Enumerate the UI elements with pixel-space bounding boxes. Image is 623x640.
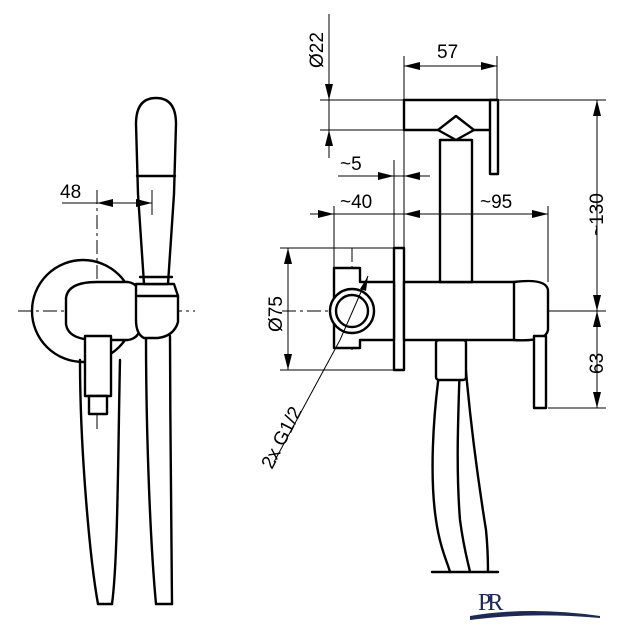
arrow-130-a [593,100,601,116]
front-body [402,280,522,342]
arrow-75-a [284,248,292,264]
dim-5: ~5 [340,154,362,175]
arrow-48-b [136,199,152,207]
dim-63: 63 [587,353,608,374]
front-hose-right [463,358,490,574]
front-hose-inner [456,358,472,574]
front-lever [532,334,548,410]
arrow-22-b [325,130,333,146]
arrow-5-b [404,172,420,180]
side-lever [83,334,113,398]
front-shower-trigger [488,98,500,176]
dim-75: Ø75 [266,296,287,332]
brand-logo: PR [470,590,600,620]
front-hose-left [431,358,452,574]
side-body [64,280,142,342]
logo-text: PR [478,590,503,616]
front-view: Ø22 57 ~5 ~40 ~95 ~130 63 [258,14,608,574]
front-fitting-inner [334,293,370,329]
arrow-57-a [404,62,420,70]
front-wall-plate [392,246,406,372]
dim-130: ~130 [587,193,608,236]
arrow-48-a [97,199,113,207]
side-hand-shower [134,96,178,286]
dim-57: 57 [437,42,458,63]
arrow-5-a [378,172,394,180]
front-lever-head [512,279,550,342]
arrow-95-b [532,210,548,218]
dim-48: 48 [60,182,81,203]
thread-arrow [360,276,368,291]
front-shower-neck [436,128,476,142]
front-shower-head [402,98,498,132]
side-lever-tip [87,394,109,416]
front-holder-column [438,138,474,284]
side-hose-2a [144,334,158,606]
side-holder [134,282,180,340]
dim-40: ~40 [340,192,372,213]
arrow-22-a [325,84,333,100]
arrow-130-b [593,295,601,311]
arrow-63-b [593,392,601,408]
dim-thread: 2x G1/2 [258,403,307,472]
side-view: 48 [18,96,195,606]
dim-95: ~95 [480,192,512,213]
arrow-63-a [593,311,601,327]
logo-swoosh [470,611,600,620]
arrow-57-b [481,62,497,70]
side-hose-2b [168,334,174,606]
thread-label-leader [273,339,341,463]
arrow-75-b [284,354,292,370]
side-hose-left [78,358,100,606]
arrow-40-a [318,210,334,218]
side-hose-inner [110,358,122,606]
dim-22: Ø22 [307,32,328,68]
front-hose-connector [434,338,468,382]
